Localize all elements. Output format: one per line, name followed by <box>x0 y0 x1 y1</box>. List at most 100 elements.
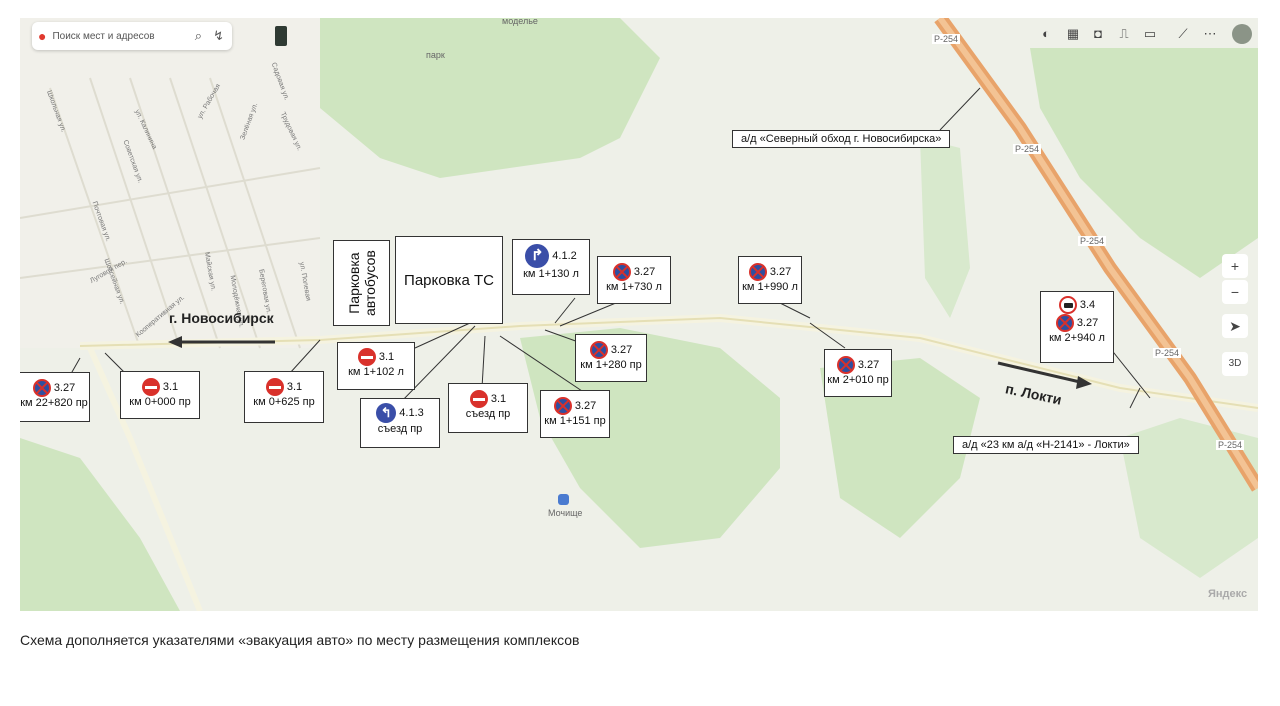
sign-code: 3.27 <box>857 358 880 371</box>
forest-area <box>1030 48 1258 278</box>
sign-callout: 3.1 км 0+000 пр <box>120 371 200 419</box>
village-area <box>20 18 320 348</box>
sign-code: 3.27 <box>53 381 76 394</box>
vehicle-parking-text: Парковка ТС <box>404 271 494 289</box>
sign-km: км 1+102 л <box>348 366 404 378</box>
route-icon[interactable]: ↯ <box>213 28 224 43</box>
sign-km: км 1+130 л <box>523 268 579 280</box>
sign-code: 4.1.3 <box>399 406 424 419</box>
no-entry-sign-icon <box>357 348 376 366</box>
layers-button[interactable] <box>275 26 287 46</box>
sign-km: съезд пр <box>377 423 423 435</box>
map-icon[interactable]: ▦ <box>1066 26 1080 41</box>
city-label: г. Новосибирск <box>169 310 274 326</box>
turn-right-sign-icon: ↱ <box>525 244 550 268</box>
transport-icon[interactable]: ⎍ <box>1119 26 1129 41</box>
search-input[interactable]: Поиск мест и адресов <box>52 30 155 42</box>
road-label-lokti: а/д «23 км а/д «Н-2141» - Локти» <box>953 436 1139 454</box>
sign-callout: 3.1 км 0+625 пр <box>244 371 324 423</box>
bus-parking-label: Парковка автобусов <box>333 240 390 326</box>
vehicle-parking-label: Парковка ТС <box>395 236 503 324</box>
sign-code: 3.27 <box>769 265 792 278</box>
sign-code: 3.27 <box>1076 316 1099 329</box>
more-icon[interactable]: ⋯ <box>1203 26 1217 41</box>
no-stopping-sign-icon <box>836 356 855 374</box>
location-button[interactable]: ➤ <box>1222 314 1248 338</box>
map-pin-icon: ● <box>38 28 47 44</box>
no-stopping-sign-icon <box>32 379 51 397</box>
sign-callout: 3.1 съезд пр <box>448 383 528 433</box>
sign-km: съезд пр <box>465 408 511 420</box>
sign-km: км 1+280 пр <box>580 359 642 371</box>
sign-km: км 2+010 пр <box>827 374 889 386</box>
sign-callout: 3.27 км 1+280 пр <box>575 334 647 382</box>
no-stopping-sign-icon <box>748 263 767 281</box>
no-trucks-sign-icon <box>1058 296 1077 314</box>
sign-callout: 3.27 км 1+730 л <box>597 256 671 304</box>
village-label: Мочище <box>548 508 583 518</box>
sign-callout: 3.27 км 1+151 пр <box>540 390 610 438</box>
bus-parking-text: Парковка автобусов <box>345 250 378 316</box>
sign-km: км 2+940 л <box>1049 332 1105 344</box>
no-entry-sign-icon <box>265 378 284 396</box>
sign-code: 3.27 <box>633 265 656 278</box>
sign-callout: 3.27 км 1+990 л <box>738 256 802 304</box>
sign-code: 3.27 <box>610 343 633 356</box>
footer-note: Схема дополняется указателями «эвакуация… <box>20 632 580 648</box>
panorama-icon[interactable]: ▭ <box>1143 26 1157 41</box>
zoom-in-button[interactable]: + <box>1222 254 1248 278</box>
sign-code: 3.27 <box>574 399 597 412</box>
road-code-label: Р-254 <box>1013 144 1042 154</box>
watermark: Яндекс <box>1208 588 1248 600</box>
sign-km: км 22+820 пр <box>20 397 88 409</box>
sign-callout: 3.4 3.27 км 2+940 л <box>1040 291 1114 363</box>
search-icon[interactable]: ⌕ <box>194 28 202 43</box>
map-base <box>20 18 1258 611</box>
forest-area <box>1120 418 1258 578</box>
ruler-icon[interactable]: ⟋ <box>1178 26 1188 41</box>
sign-code: 3.4 <box>1079 298 1096 311</box>
no-entry-sign-icon <box>469 390 488 408</box>
zoom-out-button[interactable]: − <box>1222 280 1248 304</box>
sign-code: 4.1.2 <box>552 249 577 262</box>
road-code-label: Р-254 <box>932 34 961 44</box>
sign-callout: 3.27 км 22+820 пр <box>20 372 90 422</box>
no-stopping-sign-icon <box>612 263 631 281</box>
search-bar[interactable]: ● Поиск мест и адресов ⌕ ↯ <box>32 22 232 50</box>
road-label-north: а/д «Северный обход г. Новосибирска» <box>732 130 951 148</box>
road-code-label: Р-254 <box>1153 348 1182 358</box>
sign-km: км 0+000 пр <box>129 396 191 408</box>
no-stopping-sign-icon <box>1055 314 1074 332</box>
transport-icon <box>558 494 569 505</box>
sign-km: км 1+990 л <box>742 281 798 293</box>
place-label: моделье <box>502 18 538 26</box>
sign-callout: 3.27 км 2+010 пр <box>824 349 892 397</box>
sign-code: 3.1 <box>162 380 179 393</box>
park-label: парк <box>426 50 445 60</box>
sign-code: 3.1 <box>378 350 395 363</box>
no-stopping-sign-icon <box>589 341 608 359</box>
layers-icon[interactable]: ◐ <box>1042 26 1050 41</box>
no-entry-sign-icon <box>141 378 160 396</box>
forest-area <box>820 358 980 538</box>
forest-area <box>520 328 780 548</box>
forest-area <box>920 138 970 318</box>
sign-callout: ↰ 4.1.3 съезд пр <box>360 398 440 448</box>
sign-km: км 1+730 л <box>606 281 662 293</box>
sign-km: км 0+625 пр <box>253 396 315 408</box>
sign-callout: 3.1 км 1+102 л <box>337 342 415 390</box>
sign-callout: ↱ 4.1.2 км 1+130 л <box>512 239 590 295</box>
map-canvas[interactable]: ● Поиск мест и адресов ⌕ ↯ моделье парк … <box>20 18 1258 611</box>
camera-icon[interactable]: ◘ <box>1094 26 1102 41</box>
3d-button[interactable]: 3D <box>1222 352 1248 376</box>
sign-code: 3.1 <box>490 392 507 405</box>
turn-left-sign-icon: ↰ <box>376 403 397 423</box>
sign-code: 3.1 <box>286 380 303 393</box>
road-code-label: Р-254 <box>1078 236 1107 246</box>
no-stopping-sign-icon <box>553 397 572 415</box>
avatar[interactable] <box>1232 24 1252 44</box>
sign-km: км 1+151 пр <box>544 415 606 427</box>
road-code-label: Р-254 <box>1216 440 1245 450</box>
forest-area <box>260 18 660 178</box>
forest-area <box>20 438 180 611</box>
